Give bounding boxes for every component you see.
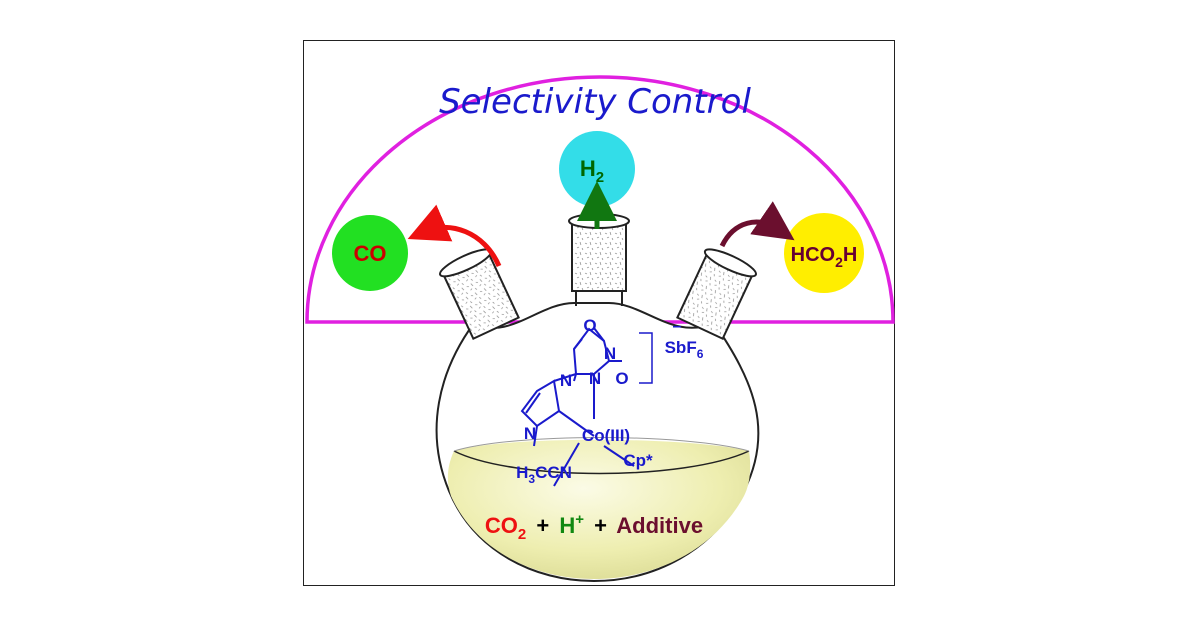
formic-acid-label: HCO2H: [791, 244, 858, 270]
atom-n-methyl: N: [604, 344, 616, 363]
ligand-acetonitrile: H3CCN: [516, 463, 572, 486]
center-neck-stem: [575, 291, 623, 306]
figure-frame: Selectivity Control CO H2 HCO2H: [303, 40, 895, 586]
atom-o-right: O: [615, 369, 628, 388]
atom-n-imidazole-bottom: N: [524, 424, 536, 443]
liquid-surface-back: [453, 437, 750, 452]
ligand-cp-star: Cp*: [623, 451, 653, 470]
metal-center: Co(III): [582, 426, 630, 445]
co-product-circle: [332, 215, 408, 291]
counterion-charge: –: [673, 318, 682, 335]
atom-o-top: O: [583, 316, 596, 335]
left-neck: [438, 248, 520, 341]
formic-product-circle: [784, 213, 864, 293]
h2-label: H2: [580, 156, 604, 186]
reaction-diagram: Selectivity Control CO H2 HCO2H: [305, 75, 895, 583]
co-label: CO: [354, 241, 387, 266]
formic-arrow: [719, 201, 795, 248]
co-arrow: [407, 204, 502, 268]
reactants-line: CO2 + H+ + Additive: [485, 504, 703, 544]
counterion: SbF6: [665, 338, 704, 361]
atom-n-imidazole-top: N: [560, 371, 572, 390]
diagram-title: Selectivity Control: [439, 82, 751, 122]
complex-structure: [520, 327, 653, 487]
center-neck-joint: [571, 220, 627, 292]
atom-n-mid: N: [589, 369, 601, 388]
flask-liquid: [447, 439, 751, 579]
right-neck: [676, 248, 758, 341]
liquid-surface: [453, 450, 750, 475]
